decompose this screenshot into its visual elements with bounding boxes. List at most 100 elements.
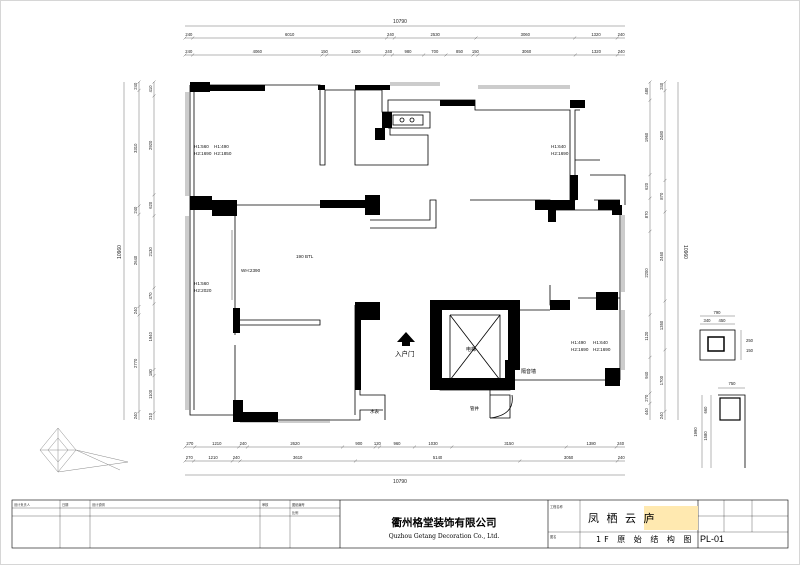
dimension-tick [663, 89, 667, 93]
svg-text:H1:560: H1:560 [194, 144, 209, 149]
dimension-value: 240 [185, 32, 193, 37]
svg-text:150: 150 [746, 348, 754, 353]
dimension-value: 1700 [659, 375, 664, 385]
dimension-value: 480 [644, 87, 649, 95]
dimension-tick [377, 445, 382, 449]
dimension-tick [238, 459, 242, 463]
dimension-value: 2770 [133, 358, 138, 368]
dimension-value: 440 [644, 407, 649, 415]
svg-text:WH:2390: WH:2390 [241, 268, 261, 273]
dimension-tick [137, 304, 141, 309]
dimension-tick [444, 53, 448, 57]
svg-text:H2:2020: H2:2020 [194, 288, 212, 293]
dimension-value: 240 [385, 49, 393, 54]
dimension-value: 1100 [148, 389, 153, 399]
svg-text:设计负责人: 设计负责人 [14, 502, 31, 507]
dimension-tick [183, 36, 187, 40]
dimension-value: 240 [387, 32, 395, 37]
dimension-value: 1820 [351, 49, 361, 54]
dimension-tick [390, 53, 395, 57]
dimension-tick [392, 36, 396, 40]
dimension-value: 470 [148, 292, 153, 300]
dimension-value: 240 [618, 49, 626, 54]
svg-text:H2:1690: H2:1690 [551, 151, 569, 156]
dimension-tick [353, 459, 358, 463]
svg-text:H2:1850: H2:1850 [214, 151, 232, 156]
svg-text:1990: 1990 [693, 427, 698, 437]
dimension-tick [183, 53, 187, 57]
svg-text:设计说明: 设计说明 [92, 502, 105, 507]
title-block: 设计负责人 日期 设计说明 审核 图纸编号 比例 工程名称 图名 [11, 499, 789, 549]
dimension-value: 6010 [285, 32, 295, 37]
svg-text:H1:560: H1:560 [194, 281, 209, 286]
dimension-tick [648, 80, 652, 84]
dimension-tick [663, 348, 667, 352]
dimension-tick [476, 53, 480, 57]
svg-text:工程名称: 工程名称 [550, 504, 564, 509]
partition-label: 隔音墙 [521, 368, 536, 375]
water-meter-label: 水表 [370, 408, 379, 415]
right-dimensions [649, 82, 679, 420]
dimension-value: 700 [431, 49, 439, 54]
dimension-tick [152, 367, 156, 372]
dimension-value: 1320 [592, 49, 602, 54]
top-dimensions [185, 25, 625, 56]
dimension-value: 2480 [659, 130, 664, 140]
dimension-value: 270 [186, 441, 194, 446]
dimension-value: 2530 [431, 32, 441, 37]
dimension-value: 240 [618, 455, 626, 460]
dimension-value: 3060 [522, 49, 532, 54]
svg-text:250: 250 [746, 338, 754, 343]
dimension-tick [191, 459, 196, 463]
svg-text:H2:1690: H2:1690 [571, 347, 589, 352]
left-dimensions [123, 82, 155, 420]
dimension-value: 2460 [659, 251, 664, 261]
dimension-tick [152, 373, 156, 378]
svg-text:H2:1690: H2:1690 [194, 151, 212, 156]
dimension-tick [648, 391, 652, 395]
dimension-tick [152, 411, 156, 415]
room-notes: H1:560 H2:1690 H1:490 H2:1850 H1:640 H2:… [194, 144, 611, 352]
svg-text:750: 750 [729, 381, 737, 386]
company-name-en: Quzhou Getang Decoration Co., Ltd. [389, 533, 500, 540]
walls-outline [189, 84, 626, 421]
dimension-value: 270 [186, 455, 194, 460]
dimension-tick [325, 53, 329, 57]
dimension-tick [152, 286, 156, 290]
dimension-tick [137, 88, 141, 93]
dimension-tick [137, 313, 141, 317]
dimension-tick [663, 299, 667, 303]
pipe-shaft-label: 管井 [470, 405, 479, 412]
dimension-value: 2200 [644, 268, 649, 278]
dimension-value: 5140 [433, 455, 443, 460]
svg-text:1580: 1580 [703, 431, 708, 441]
dimension-tick [152, 94, 156, 98]
dimension-value: 3150 [504, 441, 514, 446]
svg-text:H2:1690: H2:1690 [593, 347, 611, 352]
dimension-value: 2640 [133, 255, 138, 265]
dimension-tick [573, 53, 577, 57]
dimension-tick [648, 229, 652, 233]
dimension-tick [412, 445, 417, 449]
dimension-value: 1210 [208, 455, 218, 460]
dimension-tick [137, 80, 141, 84]
detail-1: 790 340 450 250 150 [699, 310, 754, 361]
svg-text:日期: 日期 [62, 502, 68, 507]
dimension-value: 4060 [253, 49, 263, 54]
dimension-tick [384, 36, 389, 40]
dimension-tick [615, 53, 619, 57]
dimension-value: 240 [240, 441, 248, 446]
dimension-value: 240 [185, 49, 193, 54]
svg-text:H1:640: H1:640 [593, 340, 608, 345]
walls-solid [190, 82, 622, 422]
dimension-tick [230, 459, 234, 463]
dimension-tick [648, 355, 652, 359]
dimension-value: 870 [644, 211, 649, 219]
dimension-value: 620 [148, 201, 153, 209]
dimension-value: 1380 [587, 441, 597, 446]
dimension-tick [137, 212, 141, 216]
dimension-value: 1320 [591, 32, 601, 37]
windows [185, 82, 625, 423]
dimension-value: 240 [618, 32, 626, 37]
dimension-tick [191, 36, 195, 40]
